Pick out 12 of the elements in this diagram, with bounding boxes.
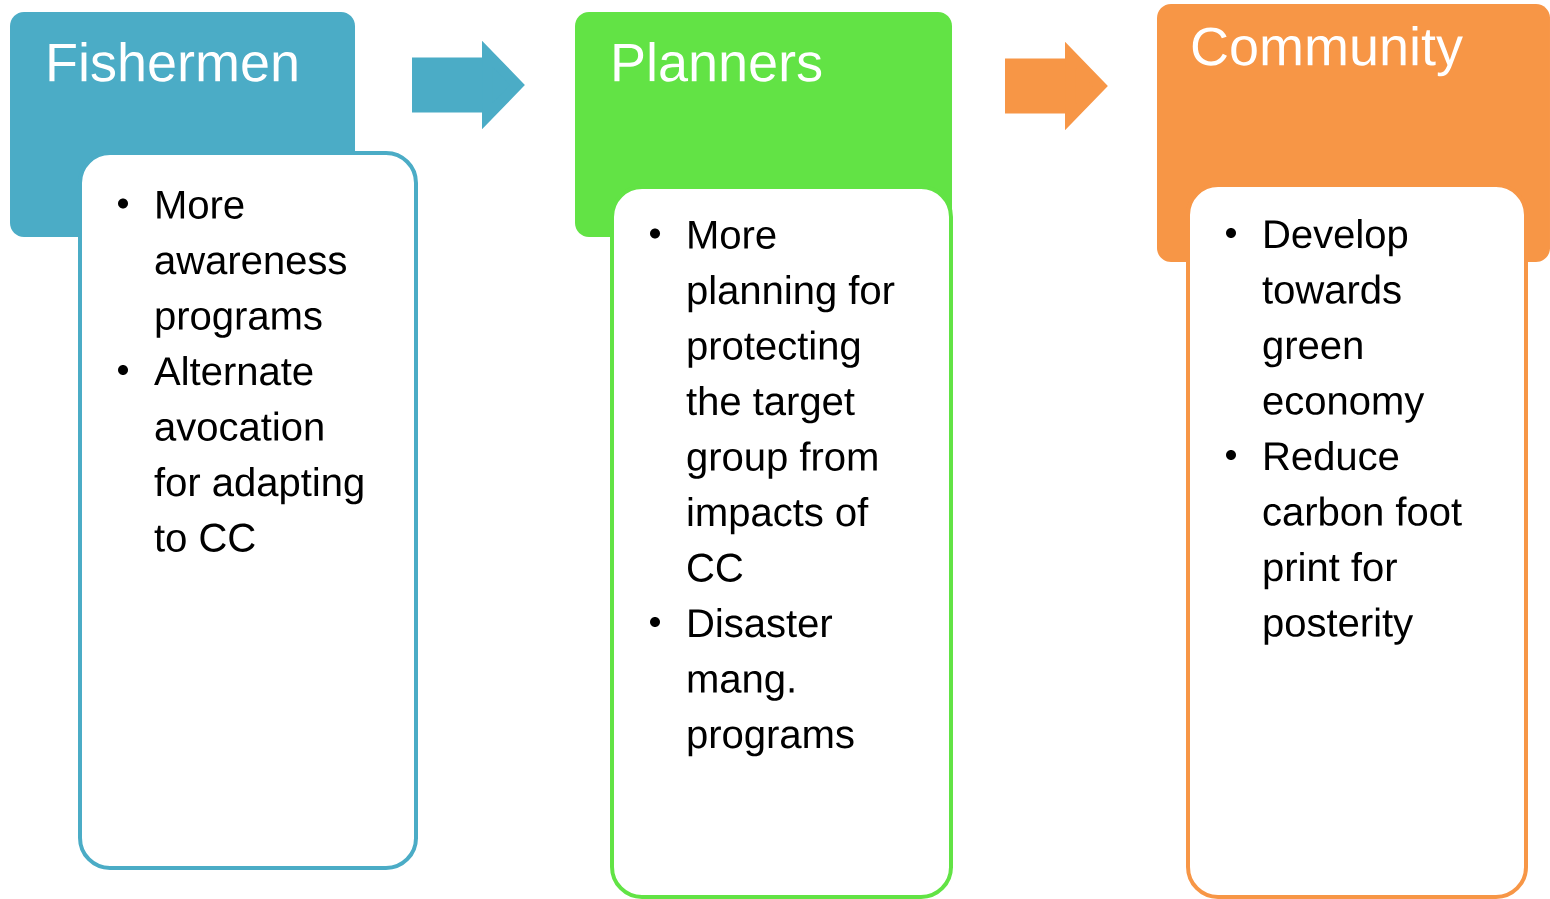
- bullet-item: More planning for protecting the target group from impacts of CC: [686, 221, 895, 582]
- bullet-item: Disaster mang. programs: [688, 608, 854, 757]
- bullet-item: Alternate avocation for adapting to CC: [154, 356, 363, 552]
- heading: Planners: [614, 42, 822, 82]
- bullet-item: Develop towards green economy: [1262, 219, 1425, 423]
- bullet-item: Reduce carbon foot print for posterity: [1263, 441, 1462, 645]
- content-box: [78, 151, 418, 870]
- bullet-item: More awareness programs: [155, 191, 346, 338]
- content-box: [610, 185, 953, 899]
- heading: Community: [1192, 26, 1463, 77]
- heading: Fishermen: [49, 42, 297, 82]
- content-box: [1186, 183, 1528, 899]
